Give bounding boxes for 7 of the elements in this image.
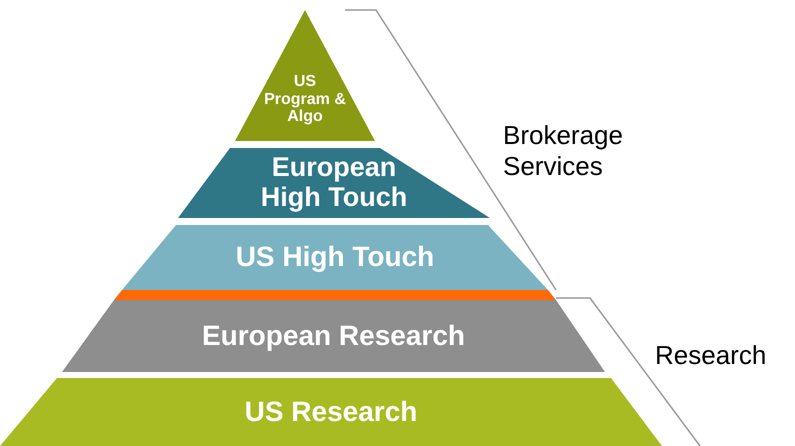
tier-label: US High Touch (236, 242, 434, 273)
tier-label: US Program & Algo (263, 73, 347, 126)
group-label: Brokerage Services (503, 120, 624, 182)
group-label: Research (655, 340, 766, 372)
tier-label: European High Touch (260, 153, 408, 213)
tier-label: US Research (244, 396, 418, 428)
tier-label: European Research (202, 320, 465, 352)
